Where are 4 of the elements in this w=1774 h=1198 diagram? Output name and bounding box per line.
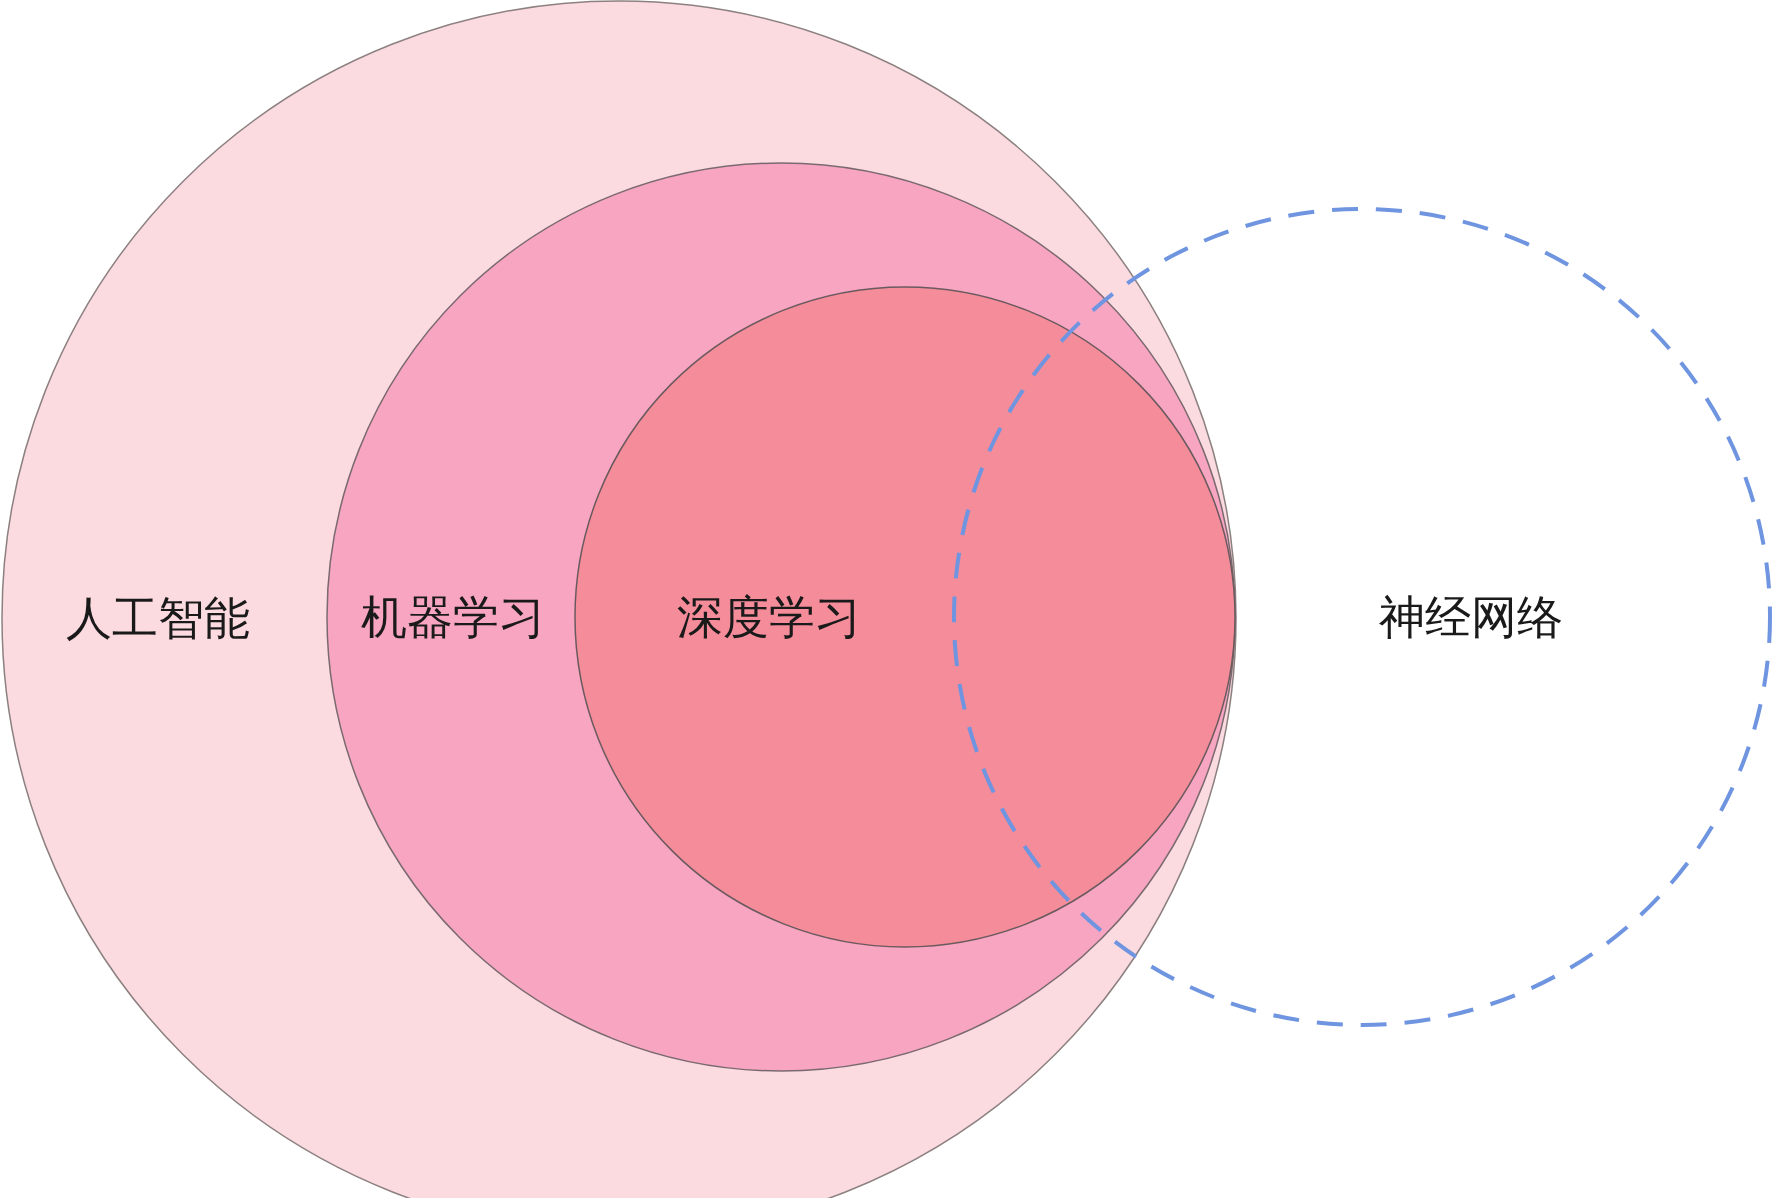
- circle-label: 人工智能: [66, 592, 250, 644]
- circle-label: 神经网络: [1379, 591, 1563, 643]
- circle-label: 机器学习: [361, 591, 545, 643]
- circle-label: 深度学习: [677, 591, 861, 643]
